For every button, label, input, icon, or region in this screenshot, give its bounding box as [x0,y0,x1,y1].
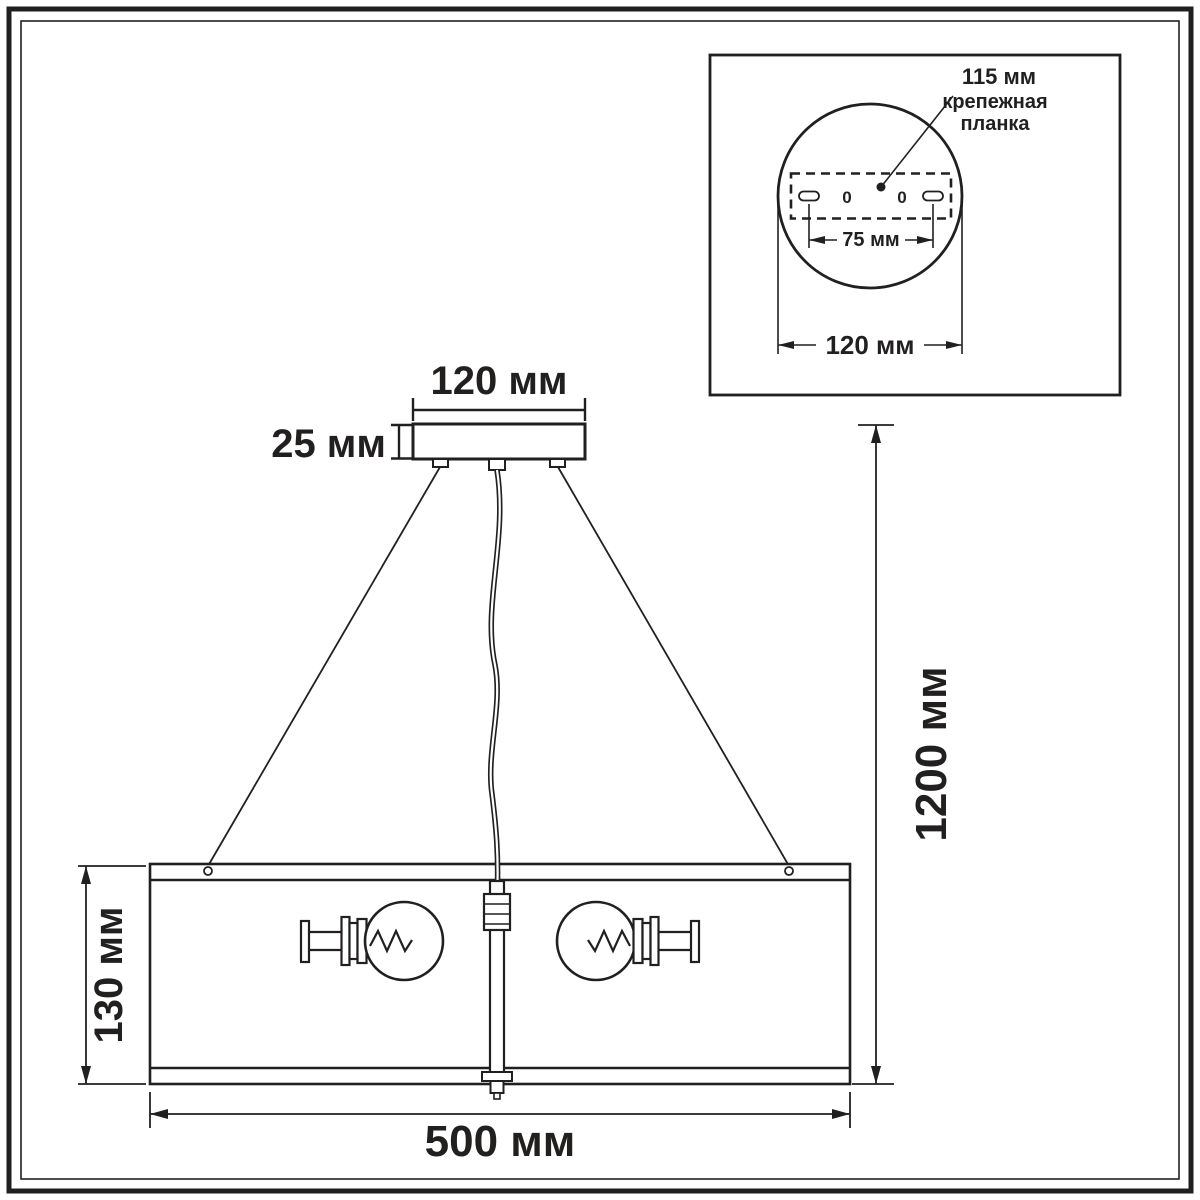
screw-hole-right-mark: 0 [897,188,906,207]
finial-tip [493,1092,501,1100]
inner-frame [20,20,1180,1180]
dimension-base-diameter: 120 мм [777,199,963,360]
lamp-left [299,900,445,982]
wire-fitting-left [203,866,213,876]
suspension-wire-left [207,466,441,867]
overall-height-label: 1200 мм [907,666,956,841]
dimension-hole-spacing: 75 мм [808,204,934,251]
arrowhead-left [809,236,825,244]
cable-gland [488,458,506,471]
screw-hole-left-mark: 0 [842,188,851,207]
arrowhead-down [81,1066,91,1084]
filament [369,928,413,954]
inset-box [708,53,1122,397]
socket-ring [649,915,660,967]
arrowhead-up [81,866,91,884]
socket-ring [340,915,351,967]
dimension-shade-width: 500 мм [149,1092,851,1166]
outer-frame [6,6,1194,1194]
arrowhead-right [917,236,933,244]
plate-name-line1: крепежная [942,91,1047,113]
ceiling-base-circle [776,102,964,290]
dimension-overall-height: 1200 мм [852,424,956,1085]
arrowhead-down [871,1066,881,1084]
base-diameter-label: 120 мм [825,330,914,360]
shade-width-label: 500 мм [425,1117,576,1166]
socket-ring [641,921,652,961]
ceiling-canopy [411,422,587,471]
rod-bottom-cap [481,1071,513,1082]
bulb-outline [363,900,445,982]
wire-anchor-right [549,458,566,468]
suspension-wire-right [557,466,790,867]
screw-slot-left [798,190,820,202]
mounting-plate-dashed [789,172,953,220]
finial [489,1080,505,1094]
screw-slot-right [922,190,944,202]
wire-anchor-left [432,458,449,468]
canopy-height-label: 25 мм [271,422,386,466]
dimension-shade-height: 130 мм [78,865,146,1085]
hole-spacing-label: 75 мм [842,229,899,251]
mounting-detail-inset: 0 0 115 мм крепежная планка 75 мм 120 мм [708,53,1122,397]
label-backing [837,224,905,250]
arrowhead-right [946,341,962,349]
arrowhead-up [871,425,881,443]
socket-ring [348,921,359,961]
shade-height-label: 130 мм [87,906,131,1043]
arm-plate [689,919,701,964]
dimension-canopy-height: 25 мм [271,422,413,466]
filament [587,928,631,954]
canopy-body [411,422,587,461]
arrowhead-right [832,1109,850,1119]
plate-name-line2: планка [960,113,1030,135]
lamp-right [555,900,701,982]
power-cable-core [489,469,501,901]
plate-length-label: 115 мм [962,64,1036,89]
arm-plate [299,919,311,964]
wire-fitting-right [784,866,794,876]
arrowhead-left [778,341,794,349]
bulb-outline [555,900,637,982]
socket-ring [632,917,644,965]
dimension-canopy-width: 120 мм [411,359,587,421]
central-rod [481,879,513,1100]
canopy-width-label: 120 мм [430,359,567,403]
arrowhead-left [150,1109,168,1119]
label-backing [816,329,924,360]
plate-leader-line [880,95,954,188]
